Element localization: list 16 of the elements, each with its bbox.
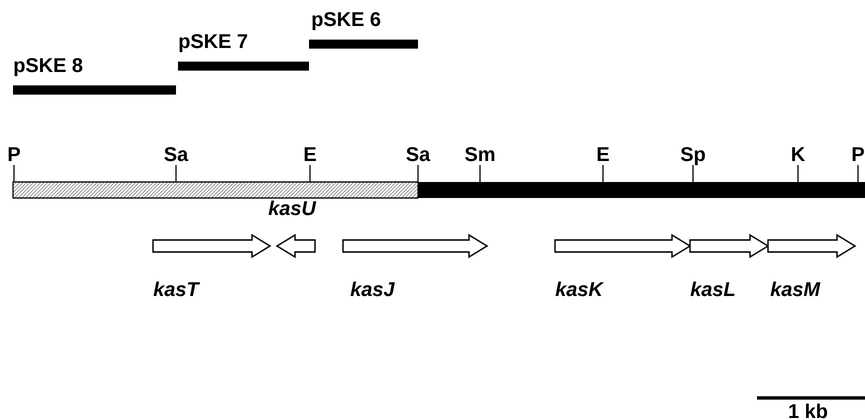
site-label: Sp xyxy=(680,147,705,166)
site-label: Sm xyxy=(465,147,494,162)
site-label: K xyxy=(792,147,806,161)
scale-label: 1 kb xyxy=(789,404,828,418)
site-label: Sa xyxy=(164,147,188,162)
site-label: P xyxy=(8,147,20,161)
clone-bar: pSKE 8 xyxy=(13,58,176,95)
site-label: E xyxy=(598,147,609,161)
node-label: pSKE 6 xyxy=(312,12,380,30)
site-label: P xyxy=(852,147,864,161)
site-label: Sa xyxy=(406,147,430,162)
clone-bar: pSKE 6 xyxy=(309,12,418,49)
node-label: pSKE 8 xyxy=(14,58,82,76)
site-label: E xyxy=(304,147,316,161)
node-label: pSKE 7 xyxy=(180,34,248,52)
clone-bar: pSKE 7 xyxy=(178,34,309,71)
